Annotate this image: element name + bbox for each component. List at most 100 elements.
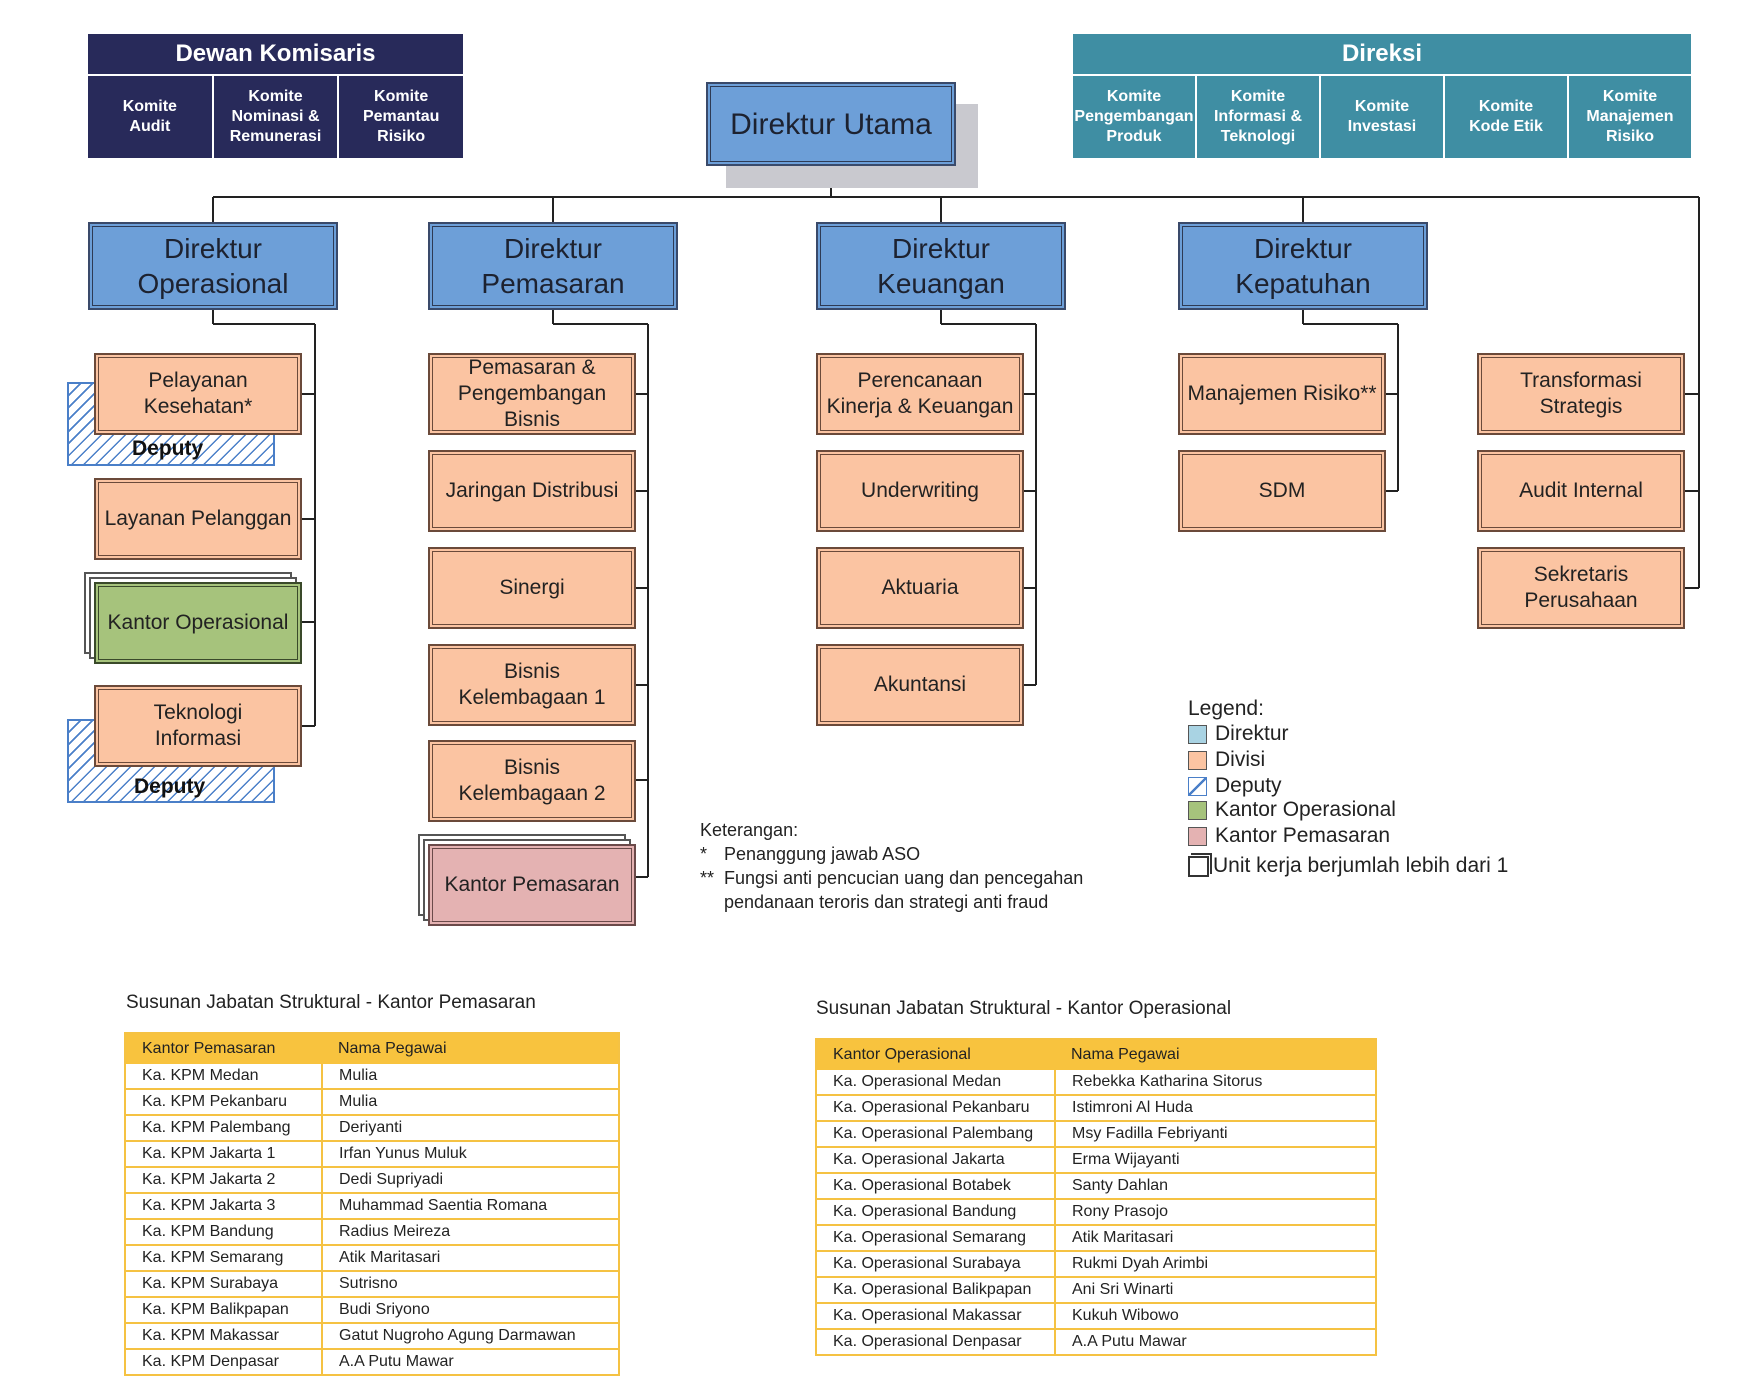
legend-swatch <box>1188 855 1209 877</box>
cell-jabatan: Ka. Operasional Surabaya <box>816 1251 1056 1278</box>
cell-jabatan: Ka. Operasional Denpasar <box>816 1329 1056 1356</box>
direktur-utama: Direktur Utama <box>706 82 956 166</box>
divisi-pelayanan-kesehatan: Pelayanan Kesehatan* <box>94 353 302 435</box>
divisi-pemasaran-pengembangan-bisnis: Pemasaran & Pengembangan Bisnis <box>428 353 636 435</box>
cell-nama-pegawai: Mulia <box>322 1064 619 1090</box>
table-pemasaran-title: Susunan Jabatan Struktural - Kantor Pema… <box>126 992 536 1013</box>
cell-nama-pegawai: Erma Wijayanti <box>1055 1147 1376 1174</box>
cell-nama-pegawai: Sutrisno <box>322 1271 619 1298</box>
table-kantor-pemasaran: Kantor Pemasaran Nama Pegawai Ka. KPM Me… <box>124 1032 620 1376</box>
cell-jabatan: Ka. Operasional Bandung <box>816 1199 1056 1226</box>
cell-jabatan: Ka. Operasional Pekanbaru <box>816 1095 1056 1122</box>
komite-nominasi-remunerasi: Komite Nominasi & Remunerasi <box>211 76 338 158</box>
komite-pemantau-risiko: Komite Pemantau Risiko <box>337 76 464 158</box>
table-kantor-operasional: Kantor Operasional Nama Pegawai Ka. Oper… <box>815 1038 1377 1356</box>
divisi-transformasi-strategis: Transformasi Strategis <box>1477 353 1685 435</box>
keterangan-note-2: ** Fungsi anti pencucian uang dan penceg… <box>700 868 1084 888</box>
divisi-bisnis-kelembagaan-1: Bisnis Kelembagaan 1 <box>428 644 636 726</box>
legend-swatch <box>1188 724 1207 744</box>
cell-jabatan: Ka. Operasional Balikpapan <box>816 1277 1056 1304</box>
cell-nama-pegawai: Kukuh Wibowo <box>1055 1303 1376 1330</box>
cell-jabatan: Ka. Operasional Jakarta <box>816 1147 1056 1174</box>
legend-item-unit-kerja: Unit kerja berjumlah lebih dari 1 <box>1188 851 1568 881</box>
direktur-kepatuhan: Direktur Kepatuhan <box>1178 222 1428 310</box>
table-header: Nama Pegawai <box>322 1033 619 1064</box>
komite-manajemen-risiko: Komite Manajemen Risiko <box>1567 76 1691 158</box>
divisi-sdm: SDM <box>1178 450 1386 532</box>
divisi-jaringan-distribusi: Jaringan Distribusi <box>428 450 636 532</box>
table-header: Nama Pegawai <box>1055 1039 1376 1070</box>
komite-investasi: Komite Investasi <box>1319 76 1443 158</box>
direktur-operasional: Direktur Operasional <box>88 222 338 310</box>
cell-jabatan: Ka. KPM Pekanbaru <box>125 1089 323 1116</box>
divisi-layanan-pelanggan: Layanan Pelanggan <box>94 478 302 560</box>
komite-informasi-teknologi: Komite Informasi & Teknologi <box>1195 76 1319 158</box>
legend: Legend: Direktur Divisi Deputy Kantor Op… <box>1188 697 1568 881</box>
cell-nama-pegawai: Istimroni Al Huda <box>1055 1095 1376 1122</box>
divisi-underwriting: Underwriting <box>816 450 1024 532</box>
cell-jabatan: Ka. Operasional Medan <box>816 1070 1056 1096</box>
cell-nama-pegawai: Deriyanti <box>322 1115 619 1142</box>
komite-audit: Komite Audit <box>88 76 212 158</box>
cell-jabatan: Ka. KPM Jakarta 2 <box>125 1167 323 1194</box>
table-header: Kantor Operasional <box>816 1039 1055 1070</box>
cell-nama-pegawai: Budi Sriyono <box>322 1297 619 1324</box>
cell-jabatan: Ka. KPM Bandung <box>125 1219 323 1246</box>
table-operasional-title: Susunan Jabatan Struktural - Kantor Oper… <box>816 998 1232 1019</box>
cell-jabatan: Ka. KPM Medan <box>125 1064 323 1090</box>
direktur-pemasaran: Direktur Pemasaran <box>428 222 678 310</box>
cell-nama-pegawai: Atik Maritasari <box>1055 1225 1376 1252</box>
cell-jabatan: Ka. Operasional Botabek <box>816 1173 1056 1200</box>
komite-pengembangan-produk: Komite Pengembangan Produk <box>1073 76 1195 158</box>
divisi-akuntansi: Akuntansi <box>816 644 1024 726</box>
table-header: Kantor Pemasaran <box>125 1033 322 1064</box>
legend-swatch <box>1188 750 1207 770</box>
komite-kode-etik: Komite Kode Etik <box>1443 76 1567 158</box>
cell-jabatan: Ka. KPM Palembang <box>125 1115 323 1142</box>
cell-jabatan: Ka. Operasional Palembang <box>816 1121 1056 1148</box>
direksi-title: Direksi <box>1073 34 1691 74</box>
direktur-keuangan: Direktur Keuangan <box>816 222 1066 310</box>
deputy-label: Deputy <box>132 437 204 460</box>
cell-nama-pegawai: Gatut Nugroho Agung Darmawan <box>322 1323 619 1350</box>
cell-nama-pegawai: Radius Meireza <box>322 1219 619 1246</box>
komite-direksi-row: Komite Pengembangan Produk Komite Inform… <box>1073 76 1691 158</box>
divisi-audit-internal: Audit Internal <box>1477 450 1685 532</box>
cell-nama-pegawai: Santy Dahlan <box>1055 1173 1376 1200</box>
keterangan-note-1: * Penanggung jawab ASO <box>700 844 921 864</box>
divisi-manajemen-risiko: Manajemen Risiko** <box>1178 353 1386 435</box>
legend-item-divisi: Divisi <box>1188 747 1568 773</box>
legend-swatch <box>1188 800 1207 820</box>
divisi-teknologi-informasi: Teknologi Informasi <box>94 685 302 767</box>
keterangan-note-2-cont: pendanaan teroris dan strategi anti frau… <box>724 892 1049 912</box>
cell-nama-pegawai: Rony Prasojo <box>1055 1199 1376 1226</box>
cell-nama-pegawai: Muhammad Saentia Romana <box>322 1193 619 1220</box>
legend-swatch <box>1188 776 1207 796</box>
divisi-aktuaria: Aktuaria <box>816 547 1024 629</box>
cell-nama-pegawai: Mulia <box>322 1089 619 1116</box>
legend-title: Legend: <box>1188 697 1264 720</box>
divisi-sinergi: Sinergi <box>428 547 636 629</box>
cell-jabatan: Ka. KPM Makassar <box>125 1323 323 1350</box>
cell-nama-pegawai: A.A Putu Mawar <box>1055 1329 1376 1356</box>
cell-jabatan: Ka. KPM Denpasar <box>125 1349 323 1376</box>
cell-nama-pegawai: Atik Maritasari <box>322 1245 619 1272</box>
legend-item-kantor-pemasaran: Kantor Pemasaran <box>1188 821 1568 851</box>
